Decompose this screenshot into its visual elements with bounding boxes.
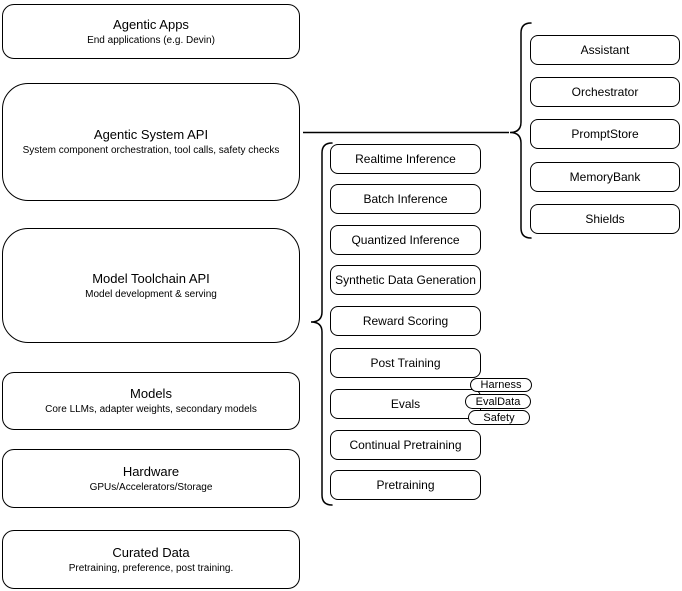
box-title: Model Toolchain API (92, 270, 210, 286)
box-subtitle: Core LLMs, adapter weights, secondary mo… (45, 404, 257, 415)
component-label: Orchestrator (571, 85, 639, 99)
component-memorybank: MemoryBank (530, 162, 680, 192)
box-subtitle: GPUs/Accelerators/Storage (89, 481, 213, 493)
item-reward-scoring: Reward Scoring (330, 306, 481, 336)
item-label: Reward Scoring (362, 314, 449, 328)
box-title: Models (130, 386, 172, 401)
box-subtitle: Pretraining, preference, post training. (68, 562, 234, 574)
item-label: Quantized Inference (351, 233, 460, 247)
box-title: Agentic System API (93, 127, 209, 142)
component-label: Assistant (580, 43, 630, 57)
tag-harness: Harness (470, 378, 532, 392)
box-title: Hardware (122, 463, 180, 479)
component-label: PromptStore (571, 127, 639, 141)
box-subtitle: Model development & serving (85, 288, 217, 300)
item-label: Synthetic Data Generation (335, 273, 476, 287)
component-promptstore: PromptStore (530, 119, 680, 149)
tag-evaldata: EvalData (465, 394, 531, 409)
component-label: MemoryBank (569, 170, 641, 184)
box-title: Curated Data (112, 544, 190, 560)
box-subtitle: End applications (e.g. Devin) (87, 34, 215, 46)
box-model-toolchain-api: Model Toolchain API Model development & … (2, 228, 300, 343)
item-label: Evals (390, 397, 421, 411)
box-agentic-system-api: Agentic System API System component orch… (2, 83, 300, 201)
toolchain-brace (310, 142, 333, 506)
item-label: Continual Pretraining (349, 438, 462, 452)
item-quantized-inference: Quantized Inference (330, 225, 481, 255)
item-label: Batch Inference (363, 192, 448, 206)
box-models: Models Core LLMs, adapter weights, secon… (2, 372, 300, 430)
component-label: Shields (585, 212, 625, 226)
tag-safety: Safety (468, 410, 530, 425)
item-label: Realtime Inference (355, 152, 456, 166)
tag-label: EvalData (475, 395, 521, 408)
tag-label: Safety (483, 411, 515, 424)
box-hardware: Hardware GPUs/Accelerators/Storage (2, 449, 300, 508)
components-brace (509, 22, 532, 239)
item-post-training: Post Training (330, 348, 481, 378)
component-assistant: Assistant (530, 35, 680, 65)
box-curated-data: Curated Data Pretraining, preference, po… (2, 530, 300, 589)
item-batch-inference: Batch Inference (330, 184, 481, 214)
box-agentic-apps: Agentic Apps End applications (e.g. Devi… (2, 4, 300, 59)
item-label: Post Training (370, 356, 441, 370)
item-continual-pretraining: Continual Pretraining (330, 430, 481, 460)
item-evals: Evals (330, 389, 481, 419)
component-orchestrator: Orchestrator (530, 77, 680, 107)
tag-label: Harness (480, 379, 522, 391)
item-synthetic-data-generation: Synthetic Data Generation (330, 265, 481, 295)
item-pretraining: Pretraining (330, 470, 481, 500)
box-subtitle: System component orchestration, tool cal… (22, 145, 280, 156)
component-shields: Shields (530, 204, 680, 234)
item-realtime-inference: Realtime Inference (330, 144, 481, 174)
item-label: Pretraining (376, 478, 435, 492)
box-title: Agentic Apps (113, 16, 189, 32)
